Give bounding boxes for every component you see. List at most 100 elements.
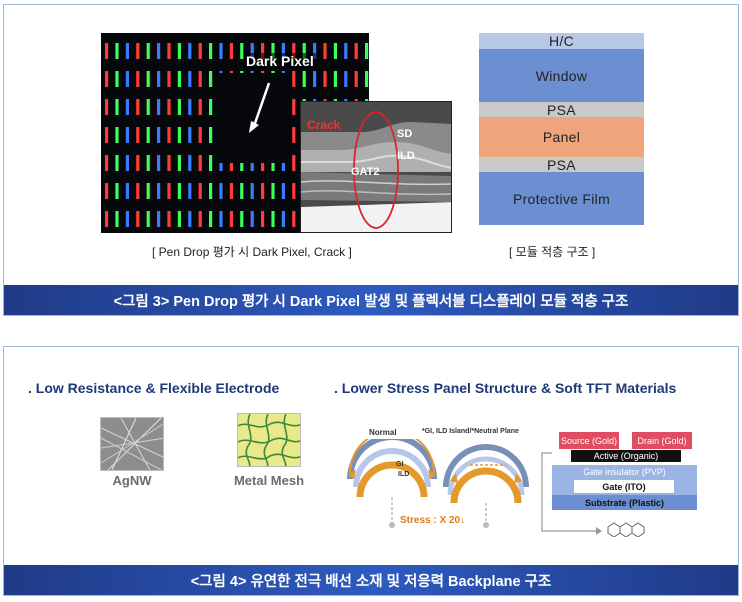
island-label: *GI, ILD Island/*Neutral Plane xyxy=(422,428,519,435)
subpixel xyxy=(281,183,285,199)
subpixel xyxy=(115,43,119,59)
subpixel xyxy=(105,183,109,199)
figure-3-panel: Dark Pixel Crack SD ILD GAT2 [ Pen Drop … xyxy=(3,4,739,316)
subpixel xyxy=(177,99,181,115)
subpixel xyxy=(313,71,317,87)
subpixel xyxy=(136,155,140,171)
metal-mesh-label: Metal Mesh xyxy=(233,473,305,488)
gat2-label: GAT2 xyxy=(351,166,380,178)
subpixel xyxy=(167,71,171,87)
gi-label: GI xyxy=(396,461,404,468)
bending-diagram xyxy=(347,439,529,528)
subpixel xyxy=(219,183,223,199)
subpixel xyxy=(261,43,265,59)
subpixel xyxy=(198,155,202,171)
subpixel xyxy=(188,99,192,115)
subpixel xyxy=(229,183,233,199)
subpixel xyxy=(198,71,202,87)
subpixel xyxy=(333,71,337,87)
subpixel xyxy=(167,183,171,199)
subpixel xyxy=(157,127,161,143)
subpixel xyxy=(198,127,202,143)
subpixel xyxy=(209,71,213,87)
subpixel xyxy=(271,211,275,227)
subpixel xyxy=(125,127,129,143)
subpixel xyxy=(105,211,109,227)
subpixel xyxy=(198,211,202,227)
layer-protective-film: Protective Film xyxy=(479,172,644,225)
subpixel xyxy=(125,71,129,87)
pixel-caption: [ Pen Drop 평가 시 Dark Pixel, Crack ] xyxy=(152,245,352,259)
subpixel xyxy=(188,71,192,87)
crack-label: Crack xyxy=(307,118,341,132)
subpixel xyxy=(188,127,192,143)
subpixel xyxy=(209,183,213,199)
subpixel xyxy=(209,43,213,59)
normal-label: Normal xyxy=(369,428,397,437)
subpixel xyxy=(146,183,150,199)
subpixel xyxy=(105,43,109,59)
active-layer: Active (Organic) xyxy=(570,449,682,463)
subpixel xyxy=(240,211,244,227)
subpixel xyxy=(177,127,181,143)
subpixel xyxy=(136,127,140,143)
subpixel xyxy=(105,155,109,171)
subpixel xyxy=(125,99,129,115)
lower-stress-title: . Lower Stress Panel Structure & Soft TF… xyxy=(334,380,677,396)
stress-label: Stress : X 20↓ xyxy=(400,515,466,526)
subpixel xyxy=(302,43,306,59)
subpixel xyxy=(177,211,181,227)
crack-cross-section-image: Crack SD ILD GAT2 xyxy=(300,101,452,233)
subpixel xyxy=(292,155,296,171)
subpixel xyxy=(354,43,358,59)
agnw-image xyxy=(100,417,164,471)
subpixel xyxy=(261,183,265,199)
subpixel xyxy=(146,127,150,143)
subpixel xyxy=(198,99,202,115)
subpixel xyxy=(188,183,192,199)
subpixel xyxy=(177,155,181,171)
subpixel xyxy=(177,183,181,199)
subpixel xyxy=(271,183,275,199)
subpixel xyxy=(115,155,119,171)
figure-3-banner: <그림 3> Pen Drop 평가 시 Dark Pixel 발생 및 플렉서… xyxy=(4,285,738,315)
subpixel xyxy=(292,43,296,59)
subpixel xyxy=(146,155,150,171)
subpixel xyxy=(209,155,213,171)
subpixel xyxy=(292,127,296,143)
subpixel xyxy=(292,183,296,199)
stack-caption: [ 모듈 적층 구조 ] xyxy=(509,245,596,259)
subpixel xyxy=(229,43,233,59)
subpixel xyxy=(146,71,150,87)
subpixel xyxy=(229,211,233,227)
subpixel xyxy=(302,71,306,87)
subpixel xyxy=(292,99,296,115)
metal-mesh-image xyxy=(237,413,301,467)
subpixel xyxy=(177,71,181,87)
subpixel xyxy=(115,71,119,87)
subpixel xyxy=(146,211,150,227)
subpixel xyxy=(157,99,161,115)
subpixel xyxy=(125,211,129,227)
pixel-grid-graphic xyxy=(105,43,369,227)
subpixel xyxy=(240,43,244,59)
subpixel xyxy=(209,211,213,227)
subpixel xyxy=(136,211,140,227)
subpixel xyxy=(344,71,348,87)
subpixel xyxy=(281,211,285,227)
subpixel xyxy=(271,43,275,59)
subpixel xyxy=(250,183,254,199)
subpixel xyxy=(125,155,129,171)
subpixel xyxy=(105,127,109,143)
subpixel xyxy=(157,43,161,59)
subpixel xyxy=(136,43,140,59)
gate-layer: Gate (ITO) xyxy=(574,480,674,493)
subpixel xyxy=(250,211,254,227)
drain-electrode: Drain (Gold) xyxy=(632,432,692,449)
subpixel xyxy=(240,183,244,199)
subpixel xyxy=(157,155,161,171)
subpixel xyxy=(281,43,285,59)
subpixel xyxy=(365,43,369,59)
subpixel xyxy=(292,211,296,227)
subpixel xyxy=(136,99,140,115)
